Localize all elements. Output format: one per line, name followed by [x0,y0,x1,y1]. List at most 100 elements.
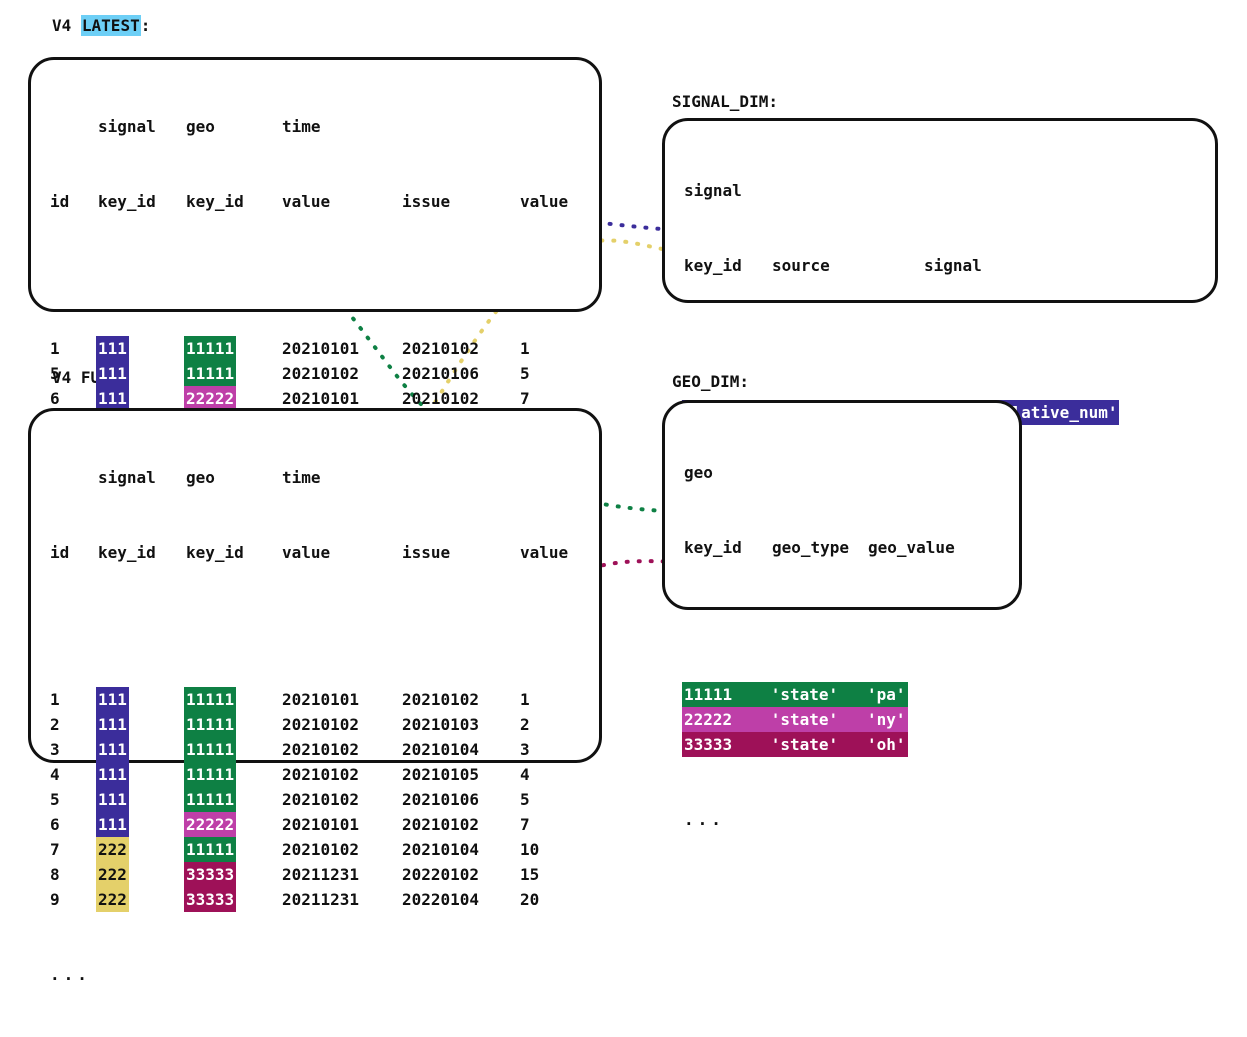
latest-header-top: signal geo time [50,114,590,139]
full-hdr-value: value [520,543,569,562]
full-cell-value: 3 [520,740,530,759]
full-cell-value: 7 [520,815,530,834]
geo-dim-hdr-geo-type: geo_type [772,538,850,557]
caption-signal-dim: SIGNAL_DIM: [672,92,778,111]
full-cell-value: 5 [520,790,530,809]
latest-cell-signal-key-id: 111 [96,386,129,411]
full-hdr-geo-key-id: key_id [186,543,244,562]
full-cell-issue: 20210103 [402,715,480,734]
geo-dim-table: geo key_id geo_type geo_value 11111 'sta… [682,410,1014,882]
full-cell-geo-key-id: 11111 [184,787,237,812]
full-cell-time-value: 20210102 [282,790,360,809]
full-hdr-id: id [50,543,70,562]
latest-hdr-top-signal: signal [98,117,156,136]
full-cell-time-value: 20210101 [282,690,360,709]
latest-cell-value: 1 [520,339,530,358]
geo-dim-row-group: 11111 'state' 'pa'22222 'state' 'ny'3333… [682,682,1014,757]
geo-dim-header-bottom: key_id geo_type geo_value [684,535,1014,560]
full-header-bottom: id key_id key_id value issue value [50,540,590,565]
diagram-canvas: V4 LATEST: V4 FULL: SIGNAL_DIM: GEO_DIM:… [28,15,1218,984]
signal-dim-header-bottom: key_id source signal [684,253,1204,278]
latest-cell-signal-key-id: 111 [96,361,129,386]
full-cell-signal-key-id: 111 [96,737,129,762]
latest-cell-issue: 20210102 [402,339,480,358]
full-cell-id: 4 [50,765,60,784]
latest-cell-value: 7 [520,389,530,408]
full-cell-signal-key-id: 111 [96,812,129,837]
latest-table-box [28,57,602,312]
full-cell-id: 7 [50,840,60,859]
full-cell-id: 2 [50,715,60,734]
full-table: signal geo time id key_id key_id value i… [50,415,590,1037]
full-cell-id: 8 [50,865,60,884]
full-cell-value: 10 [520,840,540,859]
full-cell-signal-key-id: 222 [96,837,129,862]
full-cell-time-value: 20210102 [282,840,360,859]
full-cell-id: 9 [50,890,60,909]
table-row: 22222 'state' 'ny' [682,707,1014,732]
full-ellipsis-row: ... [50,962,590,987]
latest-cell-signal-key-id: 111 [96,336,129,361]
geo-dim-hdr-top-geo: geo [684,463,713,482]
full-hdr-top-signal: signal [98,468,156,487]
table-row: 11111 'state' 'pa' [682,682,1014,707]
full-cell-id: 1 [50,690,60,709]
full-cell-issue: 20210102 [402,690,480,709]
table-row: 33333 'state' 'oh' [682,732,1014,757]
full-cell-geo-key-id: 33333 [184,862,237,887]
full-hdr-time-value: value [282,543,331,562]
latest-hdr-issue: issue [402,192,451,211]
latest-cell-issue: 20210102 [402,389,480,408]
signal-dim-box [662,118,1218,303]
full-cell-signal-key-id: 111 [96,712,129,737]
full-cell-value: 20 [520,890,540,909]
full-cell-id: 6 [50,815,60,834]
full-hdr-top-time: time [282,468,321,487]
full-cell-geo-key-id: 11111 [184,762,237,787]
full-cell-time-value: 20210102 [282,740,360,759]
latest-cell-geo-key-id: 22222 [184,386,237,411]
latest-cell-time-value: 20210101 [282,339,360,358]
full-cell-id: 5 [50,790,60,809]
full-ellipsis: ... [50,965,91,984]
latest-hdr-top-geo: geo [186,117,215,136]
latest-hdr-id: id [50,192,70,211]
full-cell-issue: 20220104 [402,890,480,909]
geo-dim-spacer [684,610,1014,632]
full-cell-value: 15 [520,865,540,884]
geo-dim-row-band: 33333 'state' 'oh' [682,732,908,757]
full-cell-issue: 20220102 [402,865,480,884]
full-cell-geo-key-id: 33333 [184,887,237,912]
geo-dim-ellipsis: ... [684,810,725,829]
signal-dim-hdr-key-id: key_id [684,256,742,275]
geo-dim-row-band: 22222 'state' 'ny' [682,707,908,732]
latest-hdr-signal-key-id: key_id [98,192,156,211]
latest-cell-id: 1 [50,339,60,358]
full-cell-time-value: 20210101 [282,815,360,834]
geo-dim-hdr-key-id: key_id [684,538,742,557]
full-cell-id: 3 [50,740,60,759]
geo-dim-header-top: geo [684,460,1014,485]
geo-dim-ellipsis-row: ... [684,807,1014,832]
full-cell-signal-key-id: 111 [96,687,129,712]
signal-dim-hdr-source: source [772,256,830,275]
full-hdr-signal-key-id: key_id [98,543,156,562]
signal-dim-header-top: signal [684,178,1204,203]
full-cell-issue: 20210102 [402,815,480,834]
full-cell-value: 1 [520,690,530,709]
geo-dim-box [662,400,1022,610]
full-cell-signal-key-id: 222 [96,862,129,887]
geo-dim-hdr-geo-value: geo_value [868,538,955,557]
latest-hdr-geo-key-id: key_id [186,192,244,211]
full-cell-signal-key-id: 111 [96,762,129,787]
latest-cell-id: 5 [50,364,60,383]
